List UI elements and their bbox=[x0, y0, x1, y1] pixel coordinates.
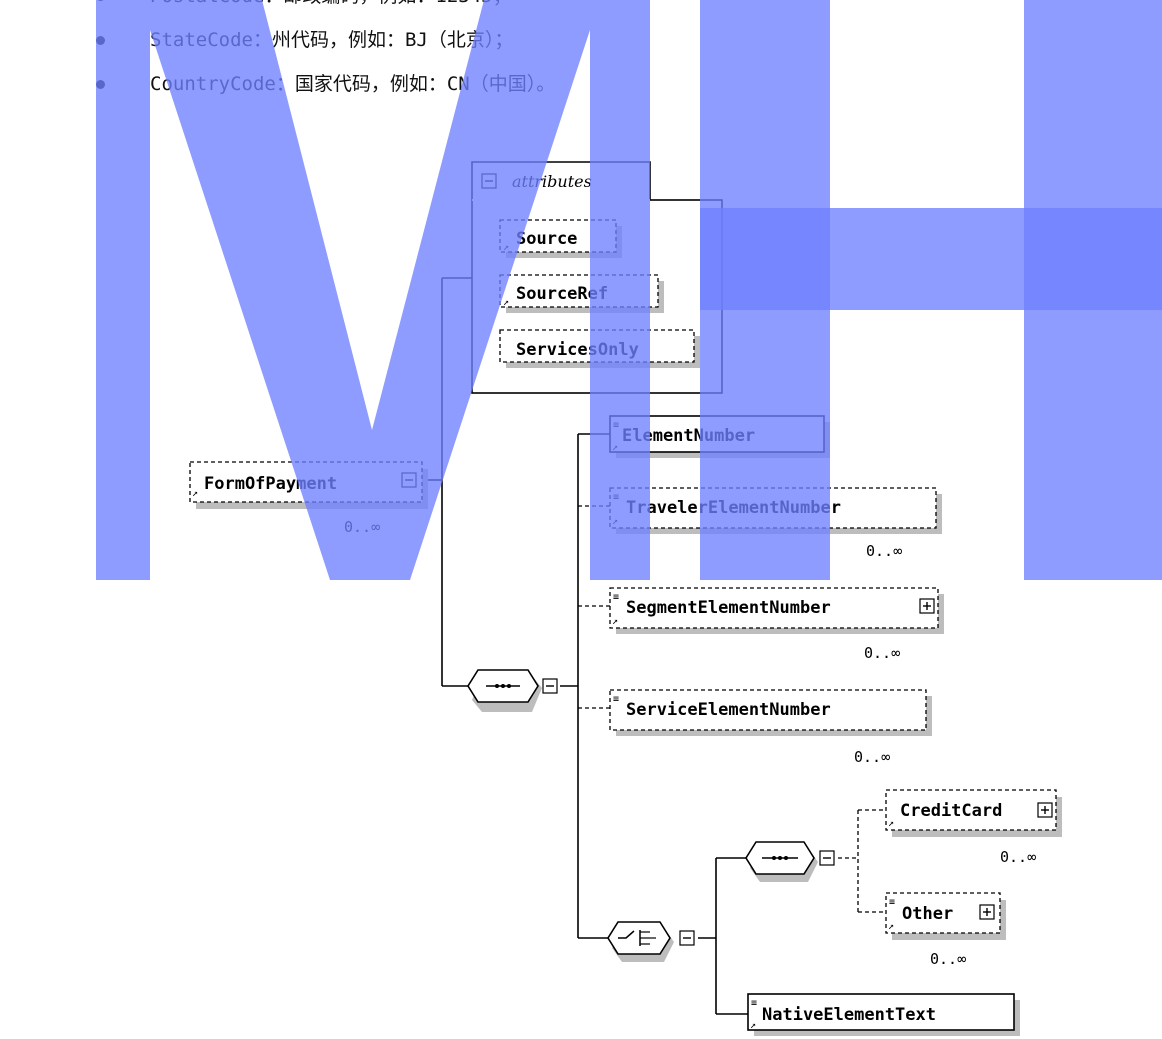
attributes-header: attributes bbox=[512, 172, 592, 191]
collapse-icon[interactable] bbox=[679, 930, 695, 946]
reference-arrow-icon: ↗ bbox=[612, 516, 618, 527]
element-label: TravelerElementNumber bbox=[626, 498, 841, 518]
attribute-sourceref[interactable]: SourceRef ↗ bbox=[499, 274, 664, 313]
collapse-icon[interactable] bbox=[401, 472, 417, 488]
text-content-icon: ≡ bbox=[613, 694, 619, 705]
collapse-icon[interactable] bbox=[819, 850, 835, 866]
reference-arrow-icon: ↗ bbox=[888, 921, 894, 932]
reference-arrow-icon: ↗ bbox=[503, 297, 509, 308]
expand-icon[interactable] bbox=[919, 598, 935, 614]
element-segmentelementnumber[interactable]: ≡ ↗ SegmentElementNumber 0..∞ bbox=[609, 587, 944, 662]
reference-arrow-icon: ↗ bbox=[612, 442, 618, 453]
attribute-label: Source bbox=[516, 229, 577, 249]
attribute-source[interactable]: Source ↗ bbox=[499, 219, 622, 258]
element-nativeelementtext[interactable]: ≡ ↗ NativeElementText bbox=[747, 993, 1020, 1036]
attribute-label: ServicesOnly bbox=[516, 340, 639, 360]
element-label: SegmentElementNumber bbox=[626, 598, 831, 618]
text-content-icon: ≡ bbox=[613, 592, 619, 603]
attribute-servicesonly[interactable]: ServicesOnly bbox=[499, 329, 700, 368]
collapse-icon[interactable] bbox=[542, 678, 558, 694]
element-label: ServiceElementNumber bbox=[626, 700, 831, 720]
occurrence-label: 0..∞ bbox=[344, 518, 380, 536]
element-travelerelementnumber[interactable]: ≡ ↗ TravelerElementNumber 0..∞ bbox=[609, 487, 942, 560]
text-content-icon: ≡ bbox=[613, 420, 619, 431]
choice-compositor[interactable] bbox=[607, 921, 695, 962]
element-label: NativeElementText bbox=[762, 1005, 936, 1025]
occurrence-label: 0..∞ bbox=[1000, 848, 1036, 866]
bullet-item: StateCode：州代码，例如：BJ（北京）； bbox=[96, 18, 555, 62]
sequence-compositor[interactable] bbox=[467, 669, 558, 712]
text-content-icon: ≡ bbox=[889, 897, 895, 908]
reference-arrow-icon: ↗ bbox=[192, 488, 198, 499]
reference-arrow-icon: ↗ bbox=[503, 242, 509, 253]
bullet-item: PostalCode：邮政编码，例如：12345； bbox=[96, 0, 555, 18]
element-label: ElementNumber bbox=[622, 426, 755, 446]
occurrence-label: 0..∞ bbox=[930, 950, 966, 968]
reference-arrow-icon: ↗ bbox=[750, 1020, 756, 1031]
attribute-label: SourceRef bbox=[516, 284, 608, 304]
element-label: FormOfPayment bbox=[204, 474, 337, 494]
element-other[interactable]: ≡ ↗ Other 0..∞ bbox=[885, 892, 1006, 968]
reference-arrow-icon: ↗ bbox=[888, 818, 894, 829]
element-label: Other bbox=[902, 904, 953, 924]
text-content-icon: ≡ bbox=[751, 998, 757, 1009]
element-label: CreditCard bbox=[900, 801, 1002, 821]
text-content-icon: ≡ bbox=[613, 492, 619, 503]
element-serviceelementnumber[interactable]: ≡ ServiceElementNumber 0..∞ bbox=[609, 689, 932, 766]
reference-arrow-icon: ↗ bbox=[612, 616, 618, 627]
bullet-item: CountryCode：国家代码，例如：CN（中国）。 bbox=[96, 62, 555, 106]
attributes-panel: attributes Source ↗ SourceRef ↗ Services… bbox=[471, 161, 723, 394]
occurrence-label: 0..∞ bbox=[866, 542, 902, 560]
element-creditcard[interactable]: ↗ CreditCard 0..∞ bbox=[885, 789, 1062, 866]
occurrence-label: 0..∞ bbox=[854, 748, 890, 766]
expand-icon[interactable] bbox=[979, 904, 995, 920]
inner-sequence-compositor[interactable] bbox=[745, 841, 835, 882]
element-elementnumber[interactable]: ≡ ↗ ElementNumber bbox=[609, 415, 830, 458]
expand-icon[interactable] bbox=[1037, 802, 1053, 818]
bullet-list: PostalCode：邮政编码，例如：12345； StateCode：州代码，… bbox=[96, 0, 555, 106]
occurrence-label: 0..∞ bbox=[864, 644, 900, 662]
element-formofpayment[interactable]: ↗ FormOfPayment 0..∞ bbox=[189, 461, 428, 536]
collapse-icon[interactable] bbox=[481, 173, 497, 189]
